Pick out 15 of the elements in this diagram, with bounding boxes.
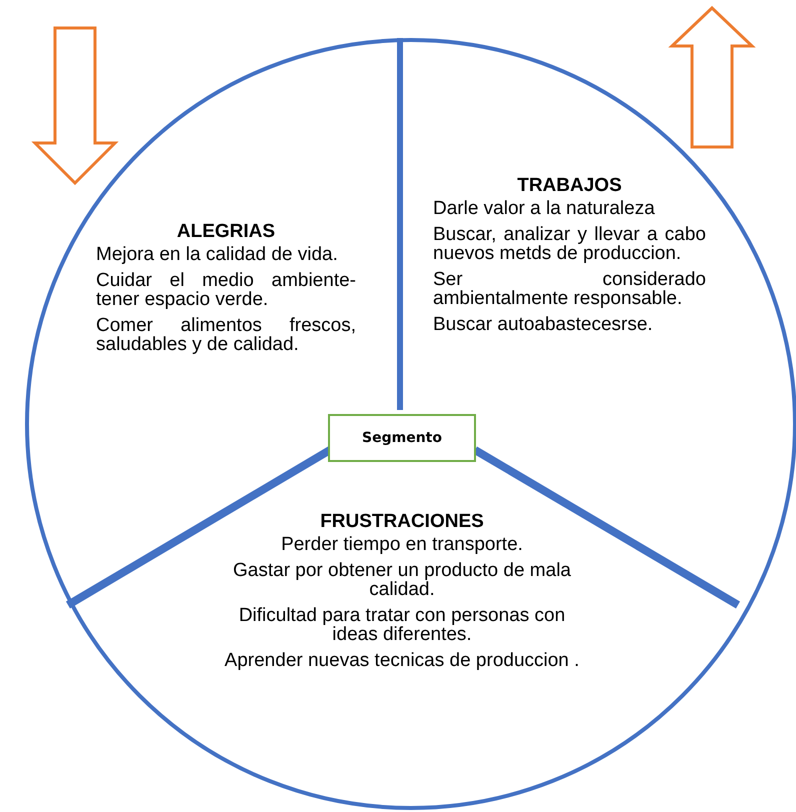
section-heading: ALEGRIAS [176,222,276,241]
list-item-text: Cuidar el medio ambiente-tener espacio verde. [96,271,356,309]
list-item-text: Gastar por obtener un producto de mala calidad. [232,561,572,599]
section-heading: FRUSTRACIONES [319,512,485,531]
list-item-text: Mejora en la calidad de vida. [96,245,339,264]
list-item-text: Darle valor a la naturaleza [433,199,656,218]
segment-box: Segmento [328,414,476,462]
list-item-text: Buscar, analizar y llevar a cabo nuevos metds de produccion. [433,225,706,263]
list-item-text: Buscar autoabastecesrse. [433,315,654,334]
section-heading: TRABAJOS [516,176,623,195]
list-item-text: Comer alimentos frescos, saludables y de calidad. [96,316,356,354]
list-item-text: Dificultad para tratar con personas con ideas diferentes. [238,606,566,644]
list-item-text: Perder tiempo en transporte. [280,535,524,554]
list-item-text: Ser considerado ambientalmente responsable. [433,270,706,308]
list-item-text: Aprender nuevas tecnicas de produccion . [224,651,580,670]
